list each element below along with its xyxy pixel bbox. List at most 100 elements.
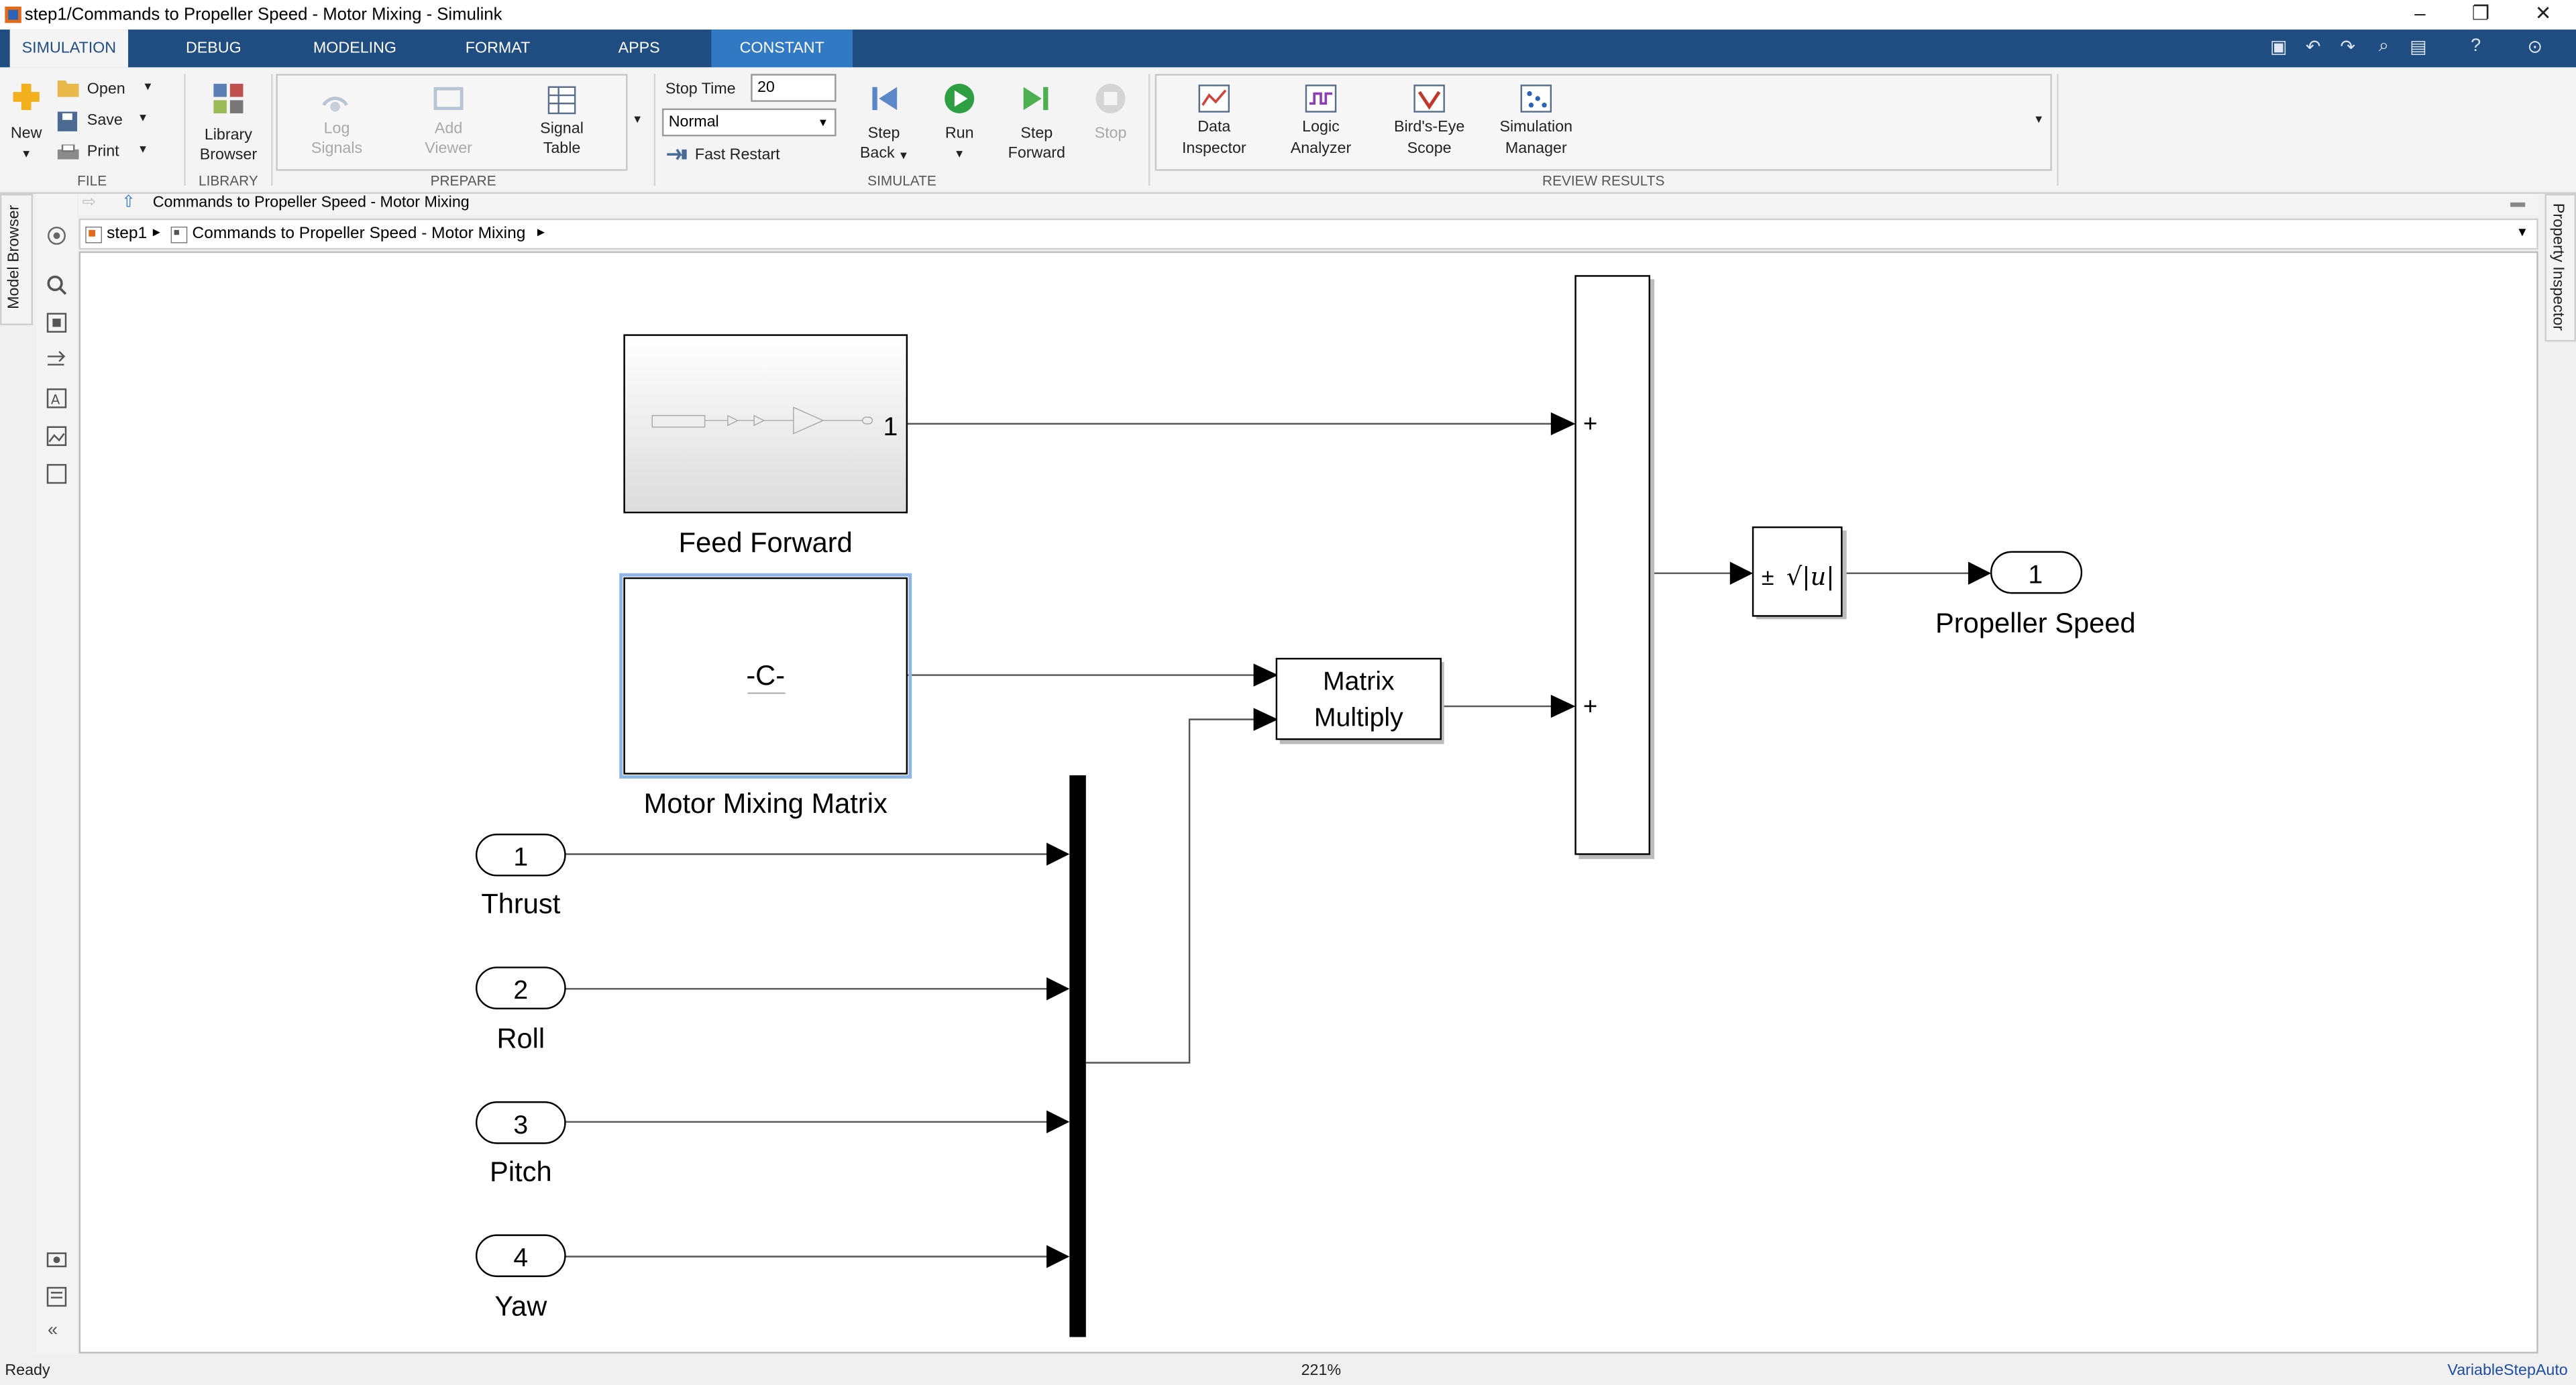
model-browser-tab[interactable]: Model Browser (0, 193, 33, 325)
log-signals-label-2[interactable]: Signals (311, 140, 363, 158)
tab-constant[interactable]: CONSTANT (711, 30, 853, 68)
matrix-multiply-label-2: Multiply (1314, 703, 1403, 732)
add-viewer-label-2[interactable]: Viewer (425, 140, 472, 158)
save-quick-icon[interactable]: ▣ (2270, 38, 2288, 58)
image-icon[interactable] (46, 425, 68, 447)
collapse-palette-icon[interactable]: « (48, 1320, 58, 1341)
new-button[interactable]: New (10, 125, 42, 144)
data-inspector-label-2[interactable]: Inspector (1181, 140, 1246, 158)
tab-debug[interactable]: DEBUG (185, 39, 241, 58)
open-button[interactable]: Open (87, 80, 125, 99)
log-signals-label-1[interactable]: Log (323, 119, 350, 138)
restore-button[interactable]: ❐ (2471, 1, 2490, 25)
step-back-dropdown-icon[interactable]: ▾ (900, 148, 907, 163)
address-bar: step1 ▸ Commands to Propeller Speed - Mo… (78, 218, 2538, 250)
step-back-label-1[interactable]: Step (867, 125, 900, 144)
model-canvas[interactable]: 1 Feed Forward -C- Motor Mixing Matrix M… (78, 251, 2538, 1353)
fast-restart-button[interactable]: Fast Restart (694, 146, 780, 164)
print-dropdown-icon[interactable]: ▾ (140, 141, 146, 156)
up-arrow-icon[interactable]: ⇧ (121, 193, 136, 212)
stop-time-input[interactable]: 20 (751, 74, 837, 102)
tab-simulation[interactable]: SIMULATION (9, 30, 129, 68)
signed-sqrt-block[interactable]: ± √|u| (1752, 526, 1847, 620)
inport-yaw[interactable]: 4 (475, 1234, 566, 1278)
signal-table-label-1[interactable]: Signal (540, 119, 584, 138)
inport-roll[interactable]: 2 (475, 966, 566, 1009)
simulation-manager-label-1[interactable]: Simulation (1499, 118, 1573, 137)
save-button[interactable]: Save (87, 111, 123, 130)
undo-icon[interactable]: ↶ (2305, 38, 2321, 58)
redo-icon[interactable]: ↷ (2340, 38, 2355, 58)
mode-dropdown-icon: ▾ (820, 115, 826, 130)
library-browser-label-1[interactable]: Library (204, 126, 252, 145)
address-dropdown-icon[interactable]: ▾ (2518, 223, 2526, 240)
logic-analyzer-label-2[interactable]: Analyzer (1290, 140, 1352, 158)
log-signals-icon (322, 97, 348, 112)
window-layout-icon[interactable]: ▤ (2410, 38, 2427, 58)
arrowhead (1253, 708, 1279, 731)
step-forward-label-2[interactable]: Forward (1008, 144, 1065, 163)
fit-to-view-icon[interactable] (46, 312, 68, 333)
birds-eye-label-2[interactable]: Scope (1407, 140, 1452, 158)
breadcrumb-current[interactable]: Commands to Propeller Speed - Motor Mixi… (192, 225, 526, 243)
arrowhead (1046, 842, 1070, 866)
print-button[interactable]: Print (87, 143, 119, 162)
logic-analyzer-label-1[interactable]: Logic (1302, 118, 1340, 137)
save-dropdown-icon[interactable]: ▾ (140, 110, 146, 125)
inport-pitch[interactable]: 3 (475, 1101, 566, 1144)
new-dropdown-icon[interactable]: ▾ (23, 146, 30, 162)
ribbon-separator (1148, 74, 1150, 186)
data-inspector-label-1[interactable]: Data (1197, 118, 1231, 137)
library-browser-label-2[interactable]: Browser (199, 146, 258, 164)
step-forward-icon (1023, 87, 1049, 111)
search-icon[interactable]: ⌕ (2378, 36, 2390, 56)
area-icon[interactable] (46, 463, 68, 485)
settings-icon[interactable]: ⊙ (2527, 38, 2543, 58)
help-icon[interactable]: ? (2471, 36, 2481, 56)
minimize-button[interactable]: – (2414, 1, 2426, 25)
birds-eye-label-1[interactable]: Bird's-Eye (1393, 118, 1465, 137)
mux-to-multiply-line[interactable] (1085, 718, 1257, 1064)
hide-explorer-icon[interactable] (46, 225, 68, 247)
inport-thrust[interactable]: 1 (475, 833, 566, 877)
fast-restart-icon (667, 148, 687, 160)
property-icon[interactable] (46, 1286, 68, 1308)
zoom-icon[interactable] (46, 274, 68, 296)
stop-button[interactable]: Stop (1094, 125, 1127, 144)
explorer-tab[interactable]: Commands to Propeller Speed - Motor Mixi… (152, 193, 470, 212)
outport-number: 1 (2028, 560, 2043, 589)
explorer-menu-icon[interactable]: ▬ (2510, 193, 2526, 211)
annotation-icon[interactable]: A (46, 388, 68, 409)
run-button[interactable]: Run (945, 125, 974, 144)
outport-block[interactable]: 1 (1990, 551, 2083, 594)
property-inspector-tab[interactable]: Property Inspector (2544, 193, 2576, 342)
tab-modeling[interactable]: MODELING (313, 39, 397, 58)
screenshot-icon[interactable] (46, 1248, 68, 1270)
arrowhead (1729, 561, 1754, 585)
solver-link[interactable]: VariableStepAuto (2447, 1362, 2568, 1380)
close-button[interactable]: ✕ (2534, 1, 2552, 25)
mux-block[interactable] (1069, 775, 1086, 1337)
step-forward-label-1[interactable]: Step (1020, 125, 1053, 144)
step-back-icon (872, 87, 898, 111)
signal-arrows-icon[interactable] (46, 350, 68, 372)
matrix-multiply-block[interactable]: Matrix Multiply (1275, 657, 1444, 744)
new-icon[interactable] (10, 80, 43, 113)
simulation-manager-label-2[interactable]: Manager (1505, 140, 1567, 158)
review-expand-icon[interactable]: ▾ (2035, 111, 2043, 127)
simulation-mode-select[interactable]: Normal ▾ (661, 108, 837, 137)
run-dropdown-icon[interactable]: ▾ (956, 146, 963, 162)
signal-table-label-2[interactable]: Table (543, 140, 581, 158)
motor-mixing-matrix-block[interactable]: -C- (619, 573, 912, 779)
tab-apps[interactable]: APPS (618, 39, 660, 58)
add-viewer-label-1[interactable]: Add (434, 119, 463, 138)
sum-block[interactable]: + + (1574, 275, 1655, 859)
forward-arrow-icon[interactable]: ⇨ (82, 193, 96, 212)
open-dropdown-icon[interactable]: ▾ (144, 78, 152, 94)
prepare-expand-icon[interactable]: ▾ (634, 111, 641, 127)
breadcrumb-root[interactable]: step1 (107, 225, 148, 243)
tab-format[interactable]: FORMAT (465, 39, 531, 58)
feed-forward-block[interactable]: 1 (623, 334, 908, 514)
step-back-label-2[interactable]: Back (859, 144, 895, 163)
window-title: step1/Commands to Propeller Speed - Moto… (24, 5, 502, 25)
